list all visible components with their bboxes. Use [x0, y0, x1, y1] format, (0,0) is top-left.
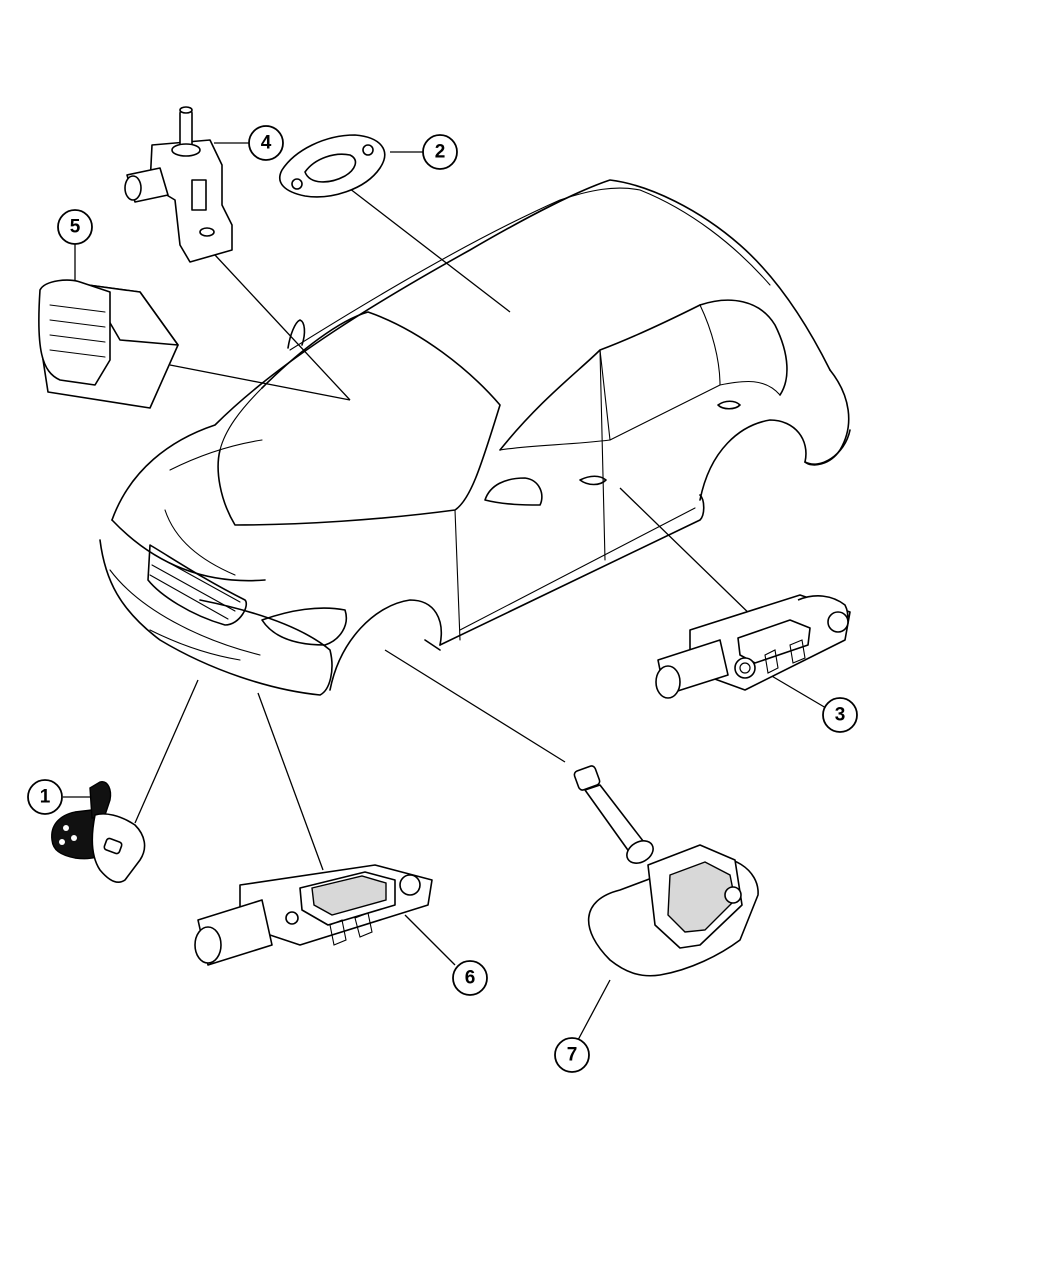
callout-3-label: 3 — [835, 705, 846, 726]
callout-4-label: 4 — [261, 133, 272, 154]
part-3-impact-sensor — [655, 594, 851, 699]
part-2-gasket — [279, 134, 386, 198]
callout-2: 2 — [422, 134, 458, 170]
callout-7-label: 7 — [567, 1045, 578, 1066]
callout-7: 7 — [554, 1037, 590, 1073]
callout-5-label: 5 — [70, 217, 81, 238]
callout-1-label: 1 — [40, 787, 51, 808]
callout-6: 6 — [452, 960, 488, 996]
callout-1: 1 — [27, 779, 63, 815]
part-7-tire-pressure-sensor — [573, 765, 759, 977]
callout-5: 5 — [57, 209, 93, 245]
vehicle-body-outline — [99, 179, 851, 696]
part-1-key-fob — [51, 781, 146, 884]
callout-6-label: 6 — [465, 968, 476, 989]
part-5-control-module — [38, 279, 179, 409]
part-4-sensor-module — [124, 106, 233, 263]
callout-2-label: 2 — [435, 142, 446, 163]
callout-3: 3 — [822, 697, 858, 733]
callout-4: 4 — [248, 125, 284, 161]
part-6-impact-sensor — [194, 864, 433, 966]
